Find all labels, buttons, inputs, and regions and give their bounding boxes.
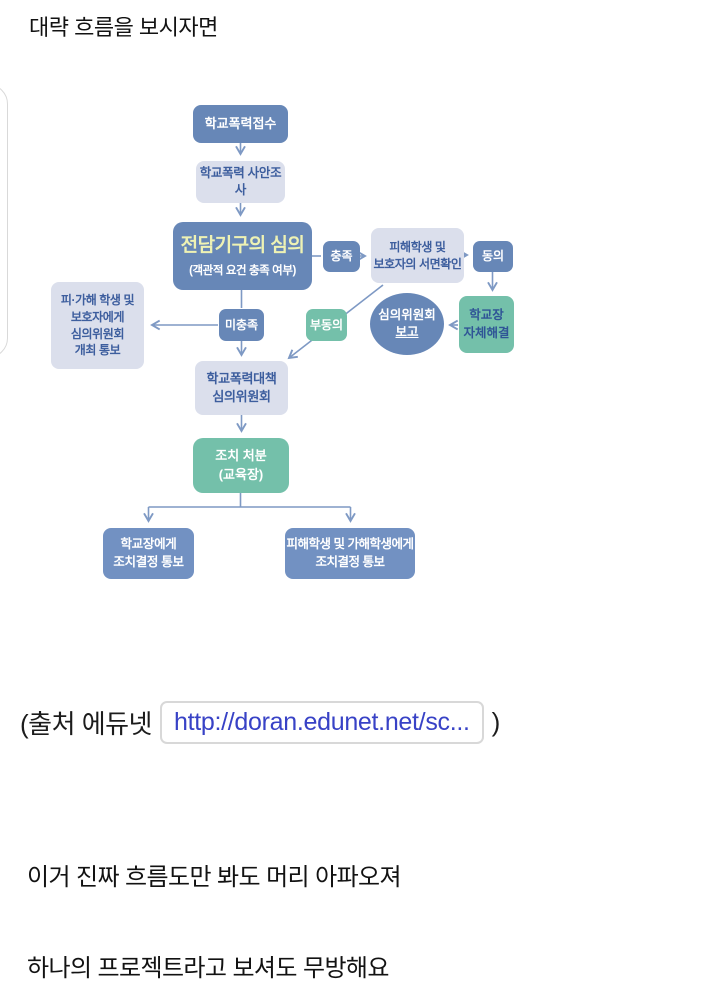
node-consent-label: 동의 [481,249,505,264]
intro-text: 대략 흐름을 보시자면 [29,15,218,40]
node-met-label: 충족 [330,249,353,264]
flow-connectors [143,143,498,523]
node-notify-principal: 학교장에게 조치결정 통보 [103,528,194,579]
node-disposition-label: 조치 처분 (교육장) [215,448,267,482]
node-not-met: 미충족 [219,309,264,341]
node-consent: 동의 [473,241,513,272]
node-disposition: 조치 처분 (교육장) [193,438,289,493]
node-investigation: 학교폭력 사안조사 [196,161,285,203]
comment-2: 하나의 프로젝트라고 보셔도 무방해요 [27,955,389,982]
node-investigation-label: 학교폭력 사안조사 [199,165,282,198]
node-committee-report-line1: 심의위원회 [378,307,436,322]
school-violence-flowchart: 학교폭력접수 학교폭력 사안조사 전담기구의 심의 (객관적 요건 충족 여부)… [51,105,514,579]
node-notify-students-label: 피해학생 및 가해학생에게 조치결정 통보 [286,537,414,569]
node-receipt: 학교폭력접수 [193,105,288,143]
node-dissent: 부동의 [306,309,347,341]
node-notify-principal-label: 학교장에게 조치결정 통보 [113,537,184,569]
node-committee-report-line2: 보고 [395,325,419,339]
node-written-confirmation: 피해학생 및 보호자의 서면확인 [371,228,464,283]
node-dissent-label: 부동의 [309,317,344,332]
node-deliberation-committee: 학교폭력대책 심의위원회 [195,361,288,415]
node-principal-self-resolution: 학교장 자체해결 [459,296,514,353]
node-principal-self-resolution-label: 학교장 자체해결 [463,308,510,340]
node-hearing-notice-label: 피·가해 학생 및 보호자에게 심의위원회 개최 통보 [60,292,135,358]
node-deliberation-committee-label: 학교폭력대책 심의위원회 [206,370,277,404]
node-committee-report: 심의위원회 보고 [370,293,444,355]
source-link-chip[interactable]: http://doran.edunet.net/sc... [159,701,484,744]
node-review: 전담기구의 심의 (객관적 요건 충족 여부) [173,222,312,290]
node-written-confirmation-label: 피해학생 및 보호자의 서면확인 [373,239,462,271]
node-not-met-label: 미충족 [224,317,259,332]
node-review-subtitle: (객관적 요건 충족 여부) [189,264,296,277]
source-suffix: ) [491,707,501,737]
node-receipt-label: 학교폭력접수 [204,115,277,131]
comment-1: 이거 진짜 흐름도만 봐도 머리 아파오져 [27,864,402,891]
source-link[interactable]: http://doran.edunet.net/sc... [173,708,470,736]
source-prefix: (출처 에듀넷 [20,709,152,739]
node-review-title: 전담기구의 심의 [180,235,305,257]
node-hearing-notice: 피·가해 학생 및 보호자에게 심의위원회 개최 통보 [51,282,144,369]
source-row: (출처 에듀넷 http://doran.edunet.net/sc... ) [20,701,500,744]
node-notify-students: 피해학생 및 가해학생에게 조치결정 통보 [285,528,415,579]
node-met: 충족 [323,241,360,272]
